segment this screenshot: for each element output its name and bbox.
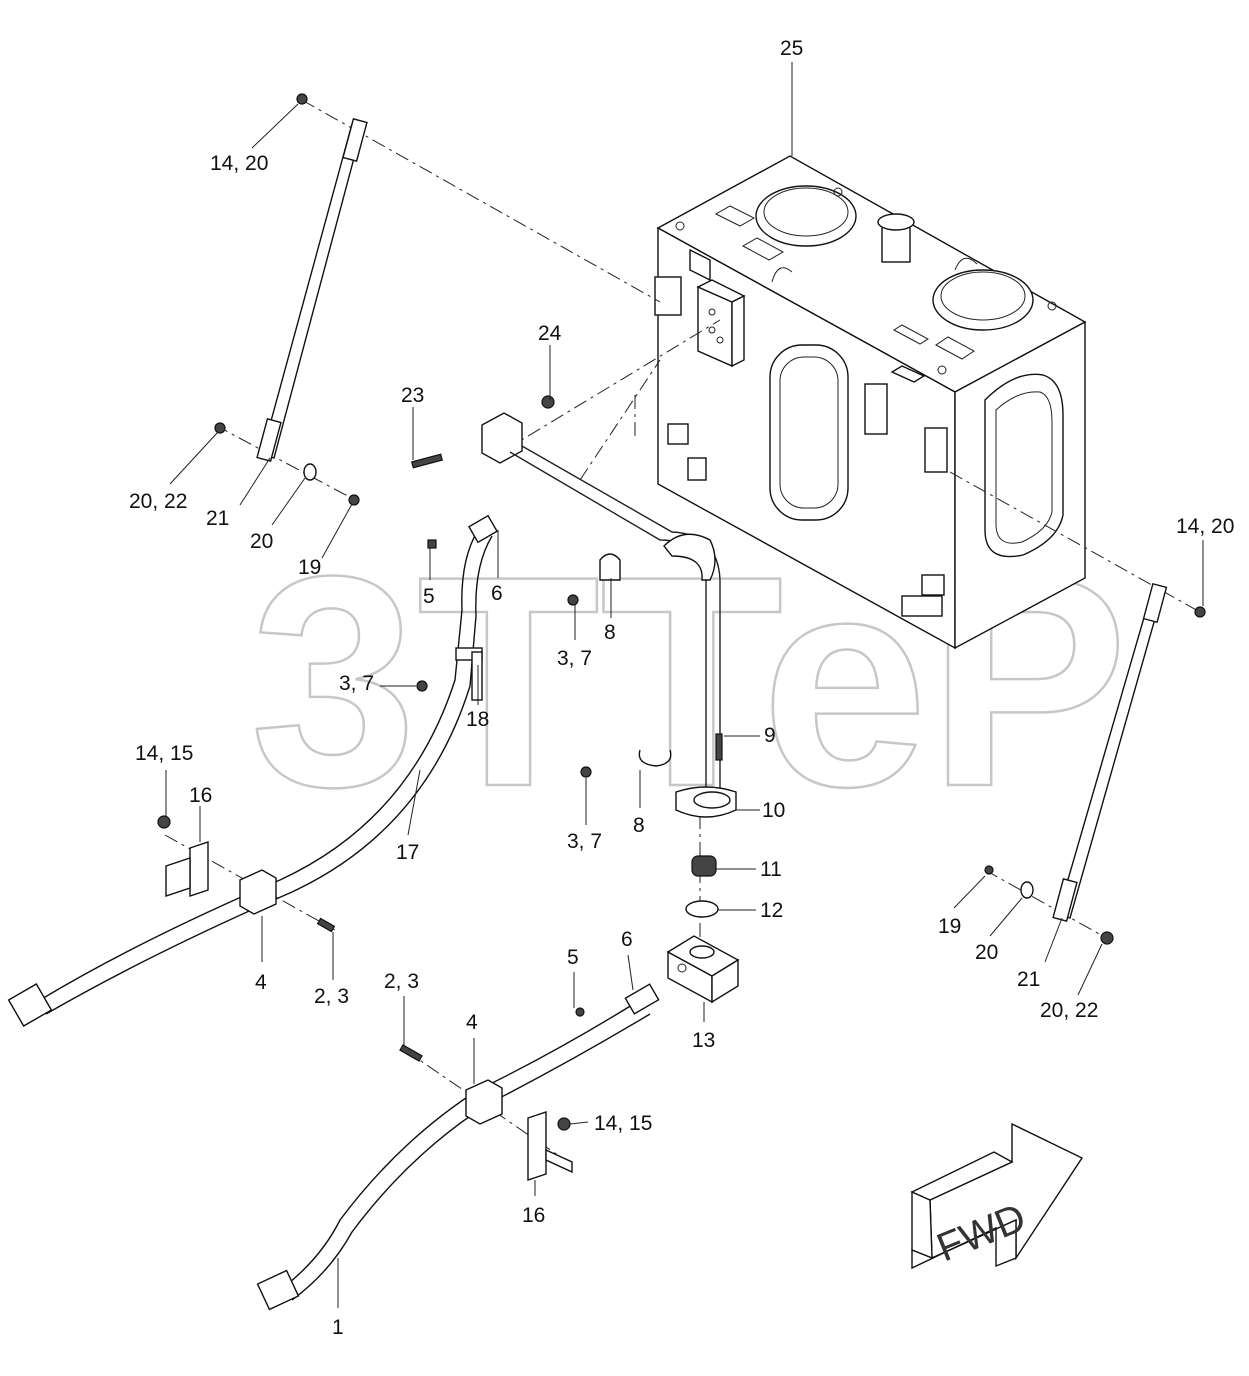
callout-12: 12 xyxy=(760,899,783,922)
hose-lower xyxy=(256,983,660,1311)
leader-lines xyxy=(165,62,1204,1308)
callout-6-a: 6 xyxy=(491,582,503,605)
callout-14-15-b: 14, 15 xyxy=(594,1112,652,1135)
callout-21-b: 21 xyxy=(1017,968,1040,991)
callout-11: 11 xyxy=(760,858,782,881)
callout-25: 25 xyxy=(780,37,803,60)
callout-17: 17 xyxy=(396,841,419,864)
callout-19-a: 19 xyxy=(298,556,321,579)
callout-24: 24 xyxy=(538,322,562,345)
callout-5-b: 5 xyxy=(567,946,579,969)
callout-3-7-b: 3, 7 xyxy=(339,672,374,695)
center-lines xyxy=(164,99,1201,1161)
callout-20-22-a: 20, 22 xyxy=(129,490,187,513)
fwd-arrow: FWD xyxy=(910,1122,1084,1270)
callout-19-b: 19 xyxy=(938,915,961,938)
callout-20-a: 20 xyxy=(250,530,273,553)
callout-20-22-b: 20, 22 xyxy=(1040,999,1098,1022)
suction-assembly xyxy=(410,395,740,1004)
callout-23: 23 xyxy=(401,384,424,407)
callout-8-a: 8 xyxy=(604,621,616,644)
callout-4-b: 4 xyxy=(466,1011,478,1034)
callout-2-3-b: 2, 3 xyxy=(384,970,419,993)
callout-2-3-a: 2, 3 xyxy=(314,985,349,1008)
callout-14-20-b: 14, 20 xyxy=(1176,515,1234,538)
callouts: 25 14, 20 24 23 20, 22 21 20 19 5 6 8 3,… xyxy=(129,37,1234,1339)
strap-left xyxy=(214,93,368,506)
callout-13: 13 xyxy=(692,1029,715,1052)
callout-9: 9 xyxy=(764,724,776,747)
callout-10: 10 xyxy=(762,799,785,822)
callout-16-a: 16 xyxy=(189,784,212,807)
callout-14-20-a: 14, 20 xyxy=(210,152,268,175)
callout-5-a: 5 xyxy=(423,585,435,608)
hose-upper xyxy=(7,514,498,1027)
callout-18: 18 xyxy=(466,708,489,731)
callout-3-7-a: 3, 7 xyxy=(557,647,592,670)
callout-20-b: 20 xyxy=(975,941,998,964)
strap-right xyxy=(984,582,1206,945)
callout-21-a: 21 xyxy=(206,507,229,530)
callout-4-a: 4 xyxy=(255,971,267,994)
callout-3-7-c: 3, 7 xyxy=(567,830,602,853)
callout-14-15-a: 14, 15 xyxy=(135,742,193,765)
callout-6-b: 6 xyxy=(621,928,633,951)
callout-1: 1 xyxy=(332,1316,344,1339)
callout-16-b: 16 xyxy=(522,1204,545,1227)
hydraulic-tank xyxy=(654,155,1087,650)
callout-8-b: 8 xyxy=(633,814,645,837)
